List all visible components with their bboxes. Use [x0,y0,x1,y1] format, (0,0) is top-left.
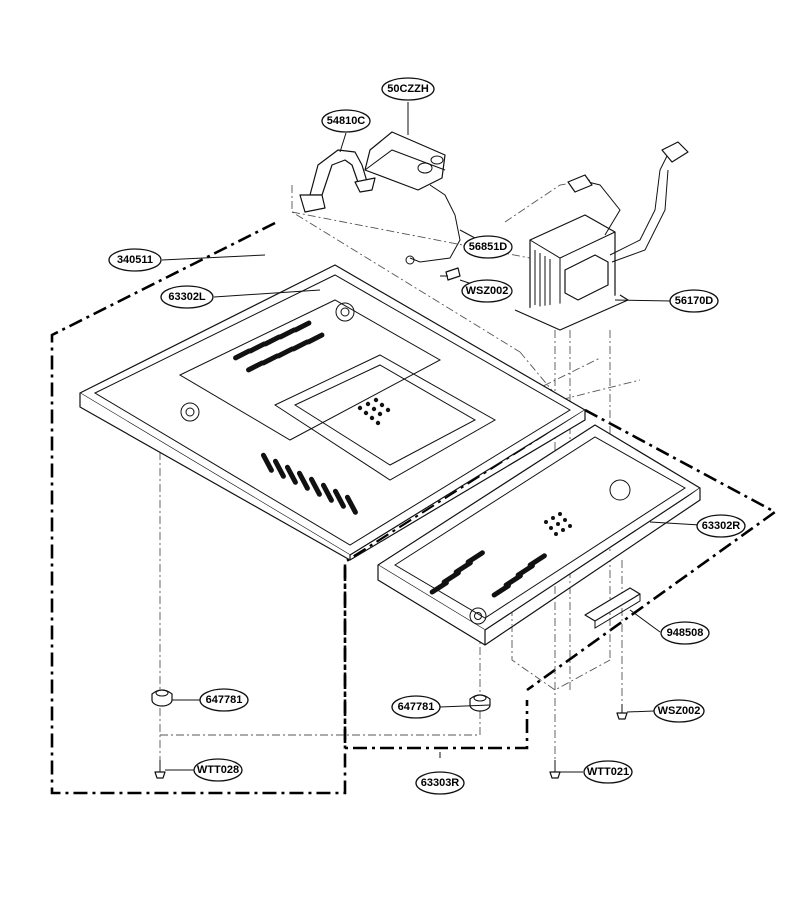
rail-part [584,587,641,622]
rail-part-edge [594,594,641,629]
callout-647781-right: 647781 [391,695,441,719]
callout-oval [461,279,513,303]
base-plate-left [79,264,586,561]
capacitor-part [364,131,461,265]
callout-63302l: 63302L [160,285,214,309]
screw-WTT021 [549,760,561,779]
callout-label: 340511 [117,254,153,266]
callout-wtt028: WTT028 [193,758,243,782]
foot-right [469,694,491,712]
callout-wsz002-top: WSZ002 [461,279,513,303]
callout-label: 647781 [206,694,243,706]
callout-label: 54810C [327,115,366,127]
callout-oval [696,514,746,538]
callout-label: WSZ002 [658,705,701,717]
base-plate-right [377,424,701,646]
callout-oval [199,688,249,712]
foot-left [151,689,173,707]
screw-WTT028 [154,760,166,779]
callout-oval [160,285,214,309]
callout-label: WSZ002 [466,285,509,297]
callout-oval [193,758,243,782]
callout-layer: 50CZZH 54810C 56851D 340511 63302L WSZ002 5617… [108,77,746,795]
callout-oval [321,109,371,133]
callout-oval [660,621,710,645]
callout-948508: 948508 [660,621,710,645]
align-line [519,351,641,401]
callout-wtt021: WTT021 [583,760,633,784]
callout-63302r: 63302R [696,514,746,538]
callout-56170d: 56170D [669,289,719,313]
leader-lines [161,102,701,773]
callout-label: 647781 [398,701,435,713]
callout-oval [391,695,441,719]
callout-label: 56170D [675,295,714,307]
mount-hole-grid [357,397,391,426]
mount-hole-grid-right [544,512,572,536]
screw-WSZ002-top [440,267,461,281]
callout-oval [583,760,633,784]
callout-647781-left: 647781 [199,688,249,712]
callout-50czzh: 50CZZH [381,77,435,101]
callout-oval [381,77,435,101]
assembly-outline-340511 [50,221,586,795]
callout-label: 63303R [421,777,460,789]
callout-oval [415,771,465,795]
callout-label: 50CZZH [387,83,429,95]
callout-label: 63302L [168,291,206,303]
callout-label: WTT028 [197,764,239,776]
callout-oval [108,248,162,272]
callout-label: 56851D [469,241,508,253]
vent-slots-top [233,320,325,373]
callout-label: 63302R [702,520,741,532]
callout-oval [653,699,705,723]
callout-wsz002-bottom: WSZ002 [653,699,705,723]
screw-WSZ002-bottom [616,704,628,720]
vent-slots-front [260,452,358,515]
callout-label: WTT021 [587,766,629,778]
callout-54810c: 54810C [321,109,371,133]
bracket-part [299,149,376,213]
callout-63303r: 63303R [415,771,465,795]
assembly-outline-63303R [343,567,529,750]
callout-340511: 340511 [108,248,162,272]
callout-label: 948508 [667,627,704,639]
callout-oval [463,235,513,259]
callout-56851d: 56851D [463,235,513,259]
vent-slots-right [429,550,547,598]
transformer-part [514,141,689,331]
callout-oval [669,289,719,313]
